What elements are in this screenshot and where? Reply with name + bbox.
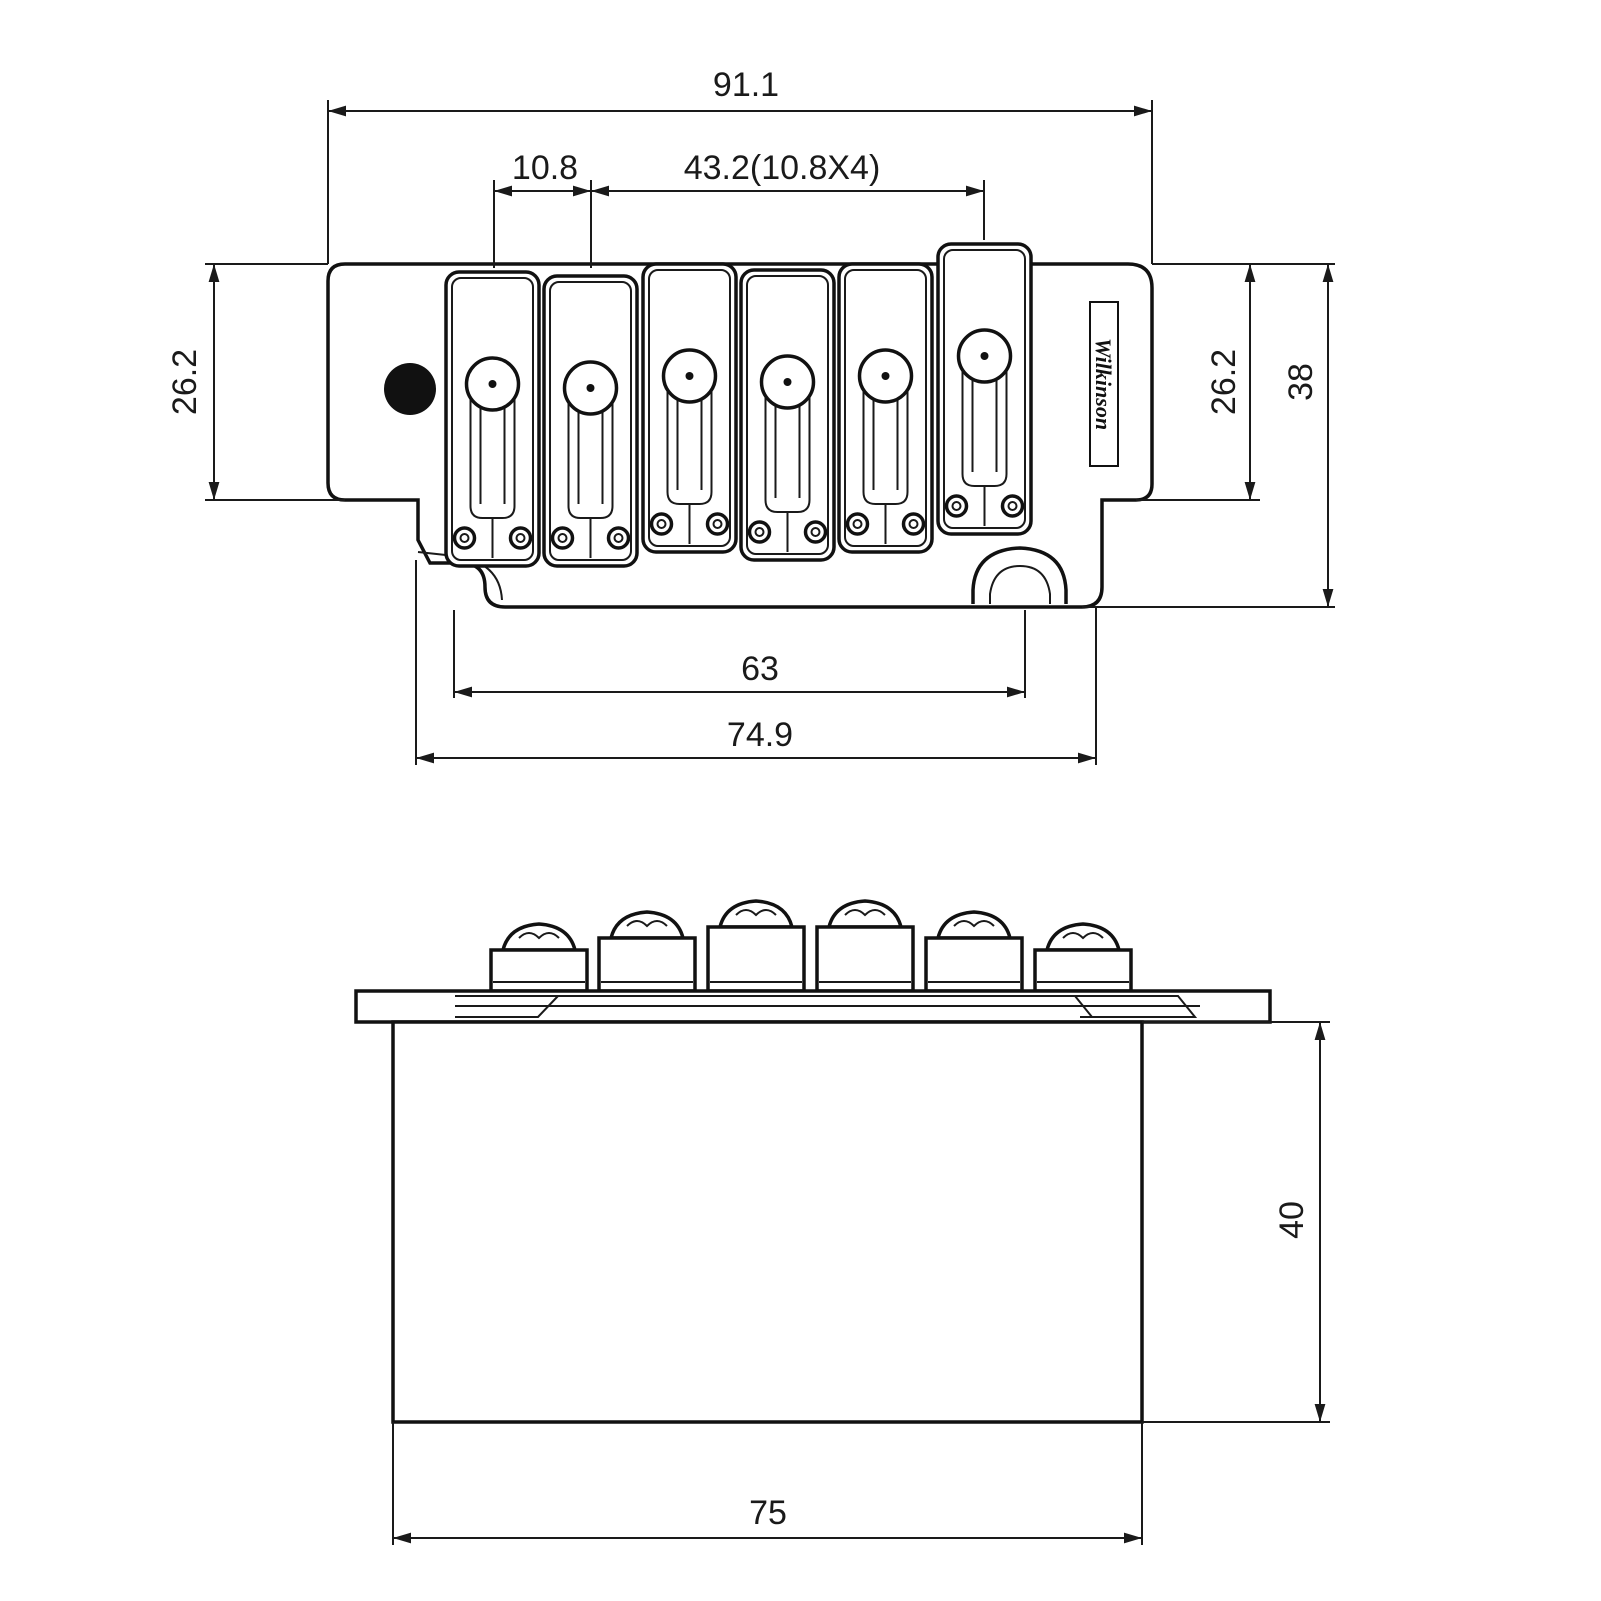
saddle-inner <box>746 275 829 555</box>
side-saddle <box>1033 922 1133 993</box>
height-screw-icon <box>845 512 870 536</box>
saddle-block <box>489 948 589 993</box>
hex-socket-icon <box>586 384 595 392</box>
dim-label-63: 63 <box>741 650 779 688</box>
height-screw-inner <box>754 527 765 537</box>
dim-label-38: 38 <box>1282 363 1320 401</box>
height-screw-inner <box>951 501 962 511</box>
saddle-body <box>641 262 738 554</box>
height-screw-inner <box>908 519 919 529</box>
height-screw-icon <box>705 512 730 536</box>
saddle-slot-inner <box>479 392 506 504</box>
logo-text: Wilkinson <box>1091 338 1116 430</box>
height-screw-icon <box>649 512 674 536</box>
saddle-inner <box>549 281 632 561</box>
saddle-body <box>542 274 639 568</box>
saddle-slot-inner <box>774 390 801 498</box>
height-screw-icon <box>550 526 575 550</box>
saddle <box>739 268 836 562</box>
height-screw-icon <box>803 520 828 544</box>
height-screw-inner <box>613 533 624 543</box>
height-screw-icon <box>452 526 477 550</box>
hex-socket-icon <box>980 352 989 360</box>
height-screw-inner <box>810 527 821 537</box>
dim-label-10-8: 10.8 <box>512 149 578 187</box>
top-view: Wilkinson 91.1 10.8 43.2(10.8X4) 26.2 26… <box>166 66 1335 765</box>
dim-label-26-2-left: 26.2 <box>166 349 204 415</box>
saddle-cap-detail <box>735 909 777 917</box>
height-screw-inner <box>557 533 568 543</box>
saddle <box>837 262 934 554</box>
saddle-block <box>597 936 697 993</box>
saddle-slot-inner <box>872 384 899 490</box>
height-screw-inner <box>852 519 863 529</box>
dim-label-91-1: 91.1 <box>713 66 779 104</box>
dim-label-43-2: 43.2(10.8X4) <box>684 149 881 187</box>
saddle <box>542 274 639 568</box>
saddle-cap-detail <box>953 920 995 928</box>
dim-label-26-2-right: 26.2 <box>1205 349 1243 415</box>
saddle-inner <box>844 269 927 547</box>
saddle-block <box>924 936 1024 993</box>
height-screw-icon <box>606 526 631 550</box>
height-screw-inner <box>459 533 470 543</box>
height-screw-icon <box>508 526 533 550</box>
side-saddle <box>924 910 1024 993</box>
saddle-body <box>837 262 934 554</box>
side-saddle <box>489 922 589 993</box>
saddle-body <box>444 270 541 568</box>
height-screw-icon <box>1000 494 1025 518</box>
side-saddle <box>815 899 915 993</box>
dim-label-75: 75 <box>749 1494 787 1532</box>
height-screw-inner <box>1007 501 1018 511</box>
dim-label-40: 40 <box>1273 1201 1311 1239</box>
hex-socket-icon <box>783 378 792 386</box>
saddle-inner <box>943 249 1026 529</box>
height-screw-inner <box>515 533 526 543</box>
saddle-slot-inner <box>577 396 604 504</box>
stud-slot-inner <box>989 564 1051 604</box>
height-screw-icon <box>747 520 772 544</box>
saddle <box>936 242 1033 536</box>
saddle-inner <box>648 269 731 547</box>
saddle <box>641 262 738 554</box>
hex-socket-icon <box>488 380 497 388</box>
stud-slot-right <box>971 546 1068 604</box>
mounting-hole <box>384 363 436 415</box>
dim-label-74-9: 74.9 <box>727 716 793 754</box>
saddle-slot-inner <box>971 364 998 472</box>
hex-socket-icon <box>881 372 890 380</box>
saddle-slot-inner <box>676 384 703 490</box>
side-saddle <box>706 899 806 993</box>
sustain-block <box>391 1020 1144 1424</box>
saddle <box>444 270 541 568</box>
hex-socket-icon <box>685 372 694 380</box>
side-saddle <box>597 910 697 993</box>
saddle-cap-detail <box>844 909 886 917</box>
height-screw-inner <box>712 519 723 529</box>
side-saddles <box>489 899 1133 993</box>
saddles <box>444 242 1033 568</box>
height-screw-inner <box>656 519 667 529</box>
height-screw-icon <box>901 512 926 536</box>
base-plate-outline <box>326 262 1154 609</box>
wilkinson-logo: Wilkinson <box>1089 301 1119 467</box>
height-screw-icon <box>944 494 969 518</box>
saddle-body <box>739 268 836 562</box>
saddle-body <box>936 242 1033 536</box>
saddle-cap-detail <box>626 920 668 928</box>
saddle-cap-detail <box>518 932 560 940</box>
saddle-cap-detail <box>1062 932 1104 940</box>
saddle-inner <box>451 277 534 561</box>
saddle-block <box>1033 948 1133 993</box>
side-view: 40 75 <box>354 899 1330 1545</box>
